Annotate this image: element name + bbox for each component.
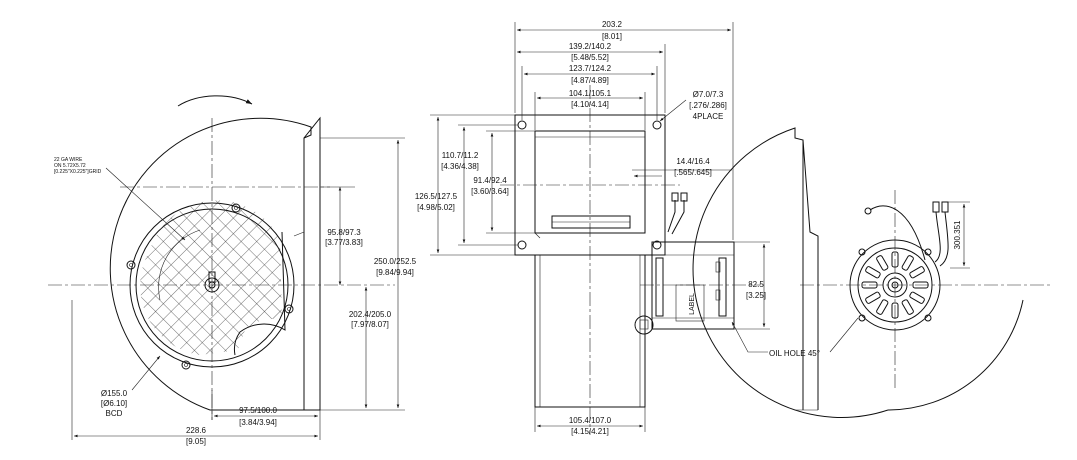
oil-hole-note: OIL HOLE 45° bbox=[769, 349, 820, 358]
dim-height-center: 202.4/205.0 bbox=[349, 310, 392, 319]
dim-offset-in: [.565/.645] bbox=[674, 168, 712, 177]
dim-hole-dia-in: [.276/.286] bbox=[689, 101, 727, 110]
vent-slot bbox=[909, 291, 925, 304]
dim-motor: 82.5 bbox=[748, 280, 764, 289]
dim-height-total-in: [9.84/9.94] bbox=[376, 268, 414, 277]
dim-flange-height-in: [4.98/5.02] bbox=[417, 203, 455, 212]
bcd-dia: Ø155.0 bbox=[101, 389, 128, 398]
dim-flange-width: 139.2/140.2 bbox=[569, 42, 612, 51]
scroll-housing bbox=[109, 117, 312, 411]
dim-flange-height: 126.5/127.5 bbox=[415, 192, 458, 201]
terminal-wires bbox=[667, 192, 688, 235]
capacitor bbox=[634, 315, 654, 335]
dim-width-total: 228.6 bbox=[186, 426, 207, 435]
left-view: 22 GA WIRE ON 5.72X5.72 [0.225"X0.225"]G… bbox=[48, 95, 417, 446]
vent-slot bbox=[876, 255, 889, 271]
dim-hole-dia: Ø7.0/7.3 bbox=[693, 90, 724, 99]
wire-note-line-2: ON 5.72X5.72 bbox=[54, 163, 86, 169]
motor-body bbox=[651, 241, 735, 330]
dim-total-width: 203.2 bbox=[602, 20, 623, 29]
dim-motor-in: [3.25] bbox=[746, 291, 766, 300]
rear-wires bbox=[864, 201, 949, 267]
dim-holes-width: 123.7/124.2 bbox=[569, 64, 612, 73]
dim-inlet-height: 95.8/97.3 bbox=[327, 228, 361, 237]
dim-opening-width: 104.1/105.1 bbox=[569, 89, 612, 98]
vent-slot bbox=[909, 266, 925, 279]
vent-slot bbox=[901, 299, 914, 315]
dim-flange-width-in: [5.48/5.52] bbox=[571, 53, 609, 62]
vent-slot bbox=[865, 291, 881, 304]
dim-opening-height: 110.7/11.2 bbox=[442, 151, 479, 160]
dim-total-width-in: [8.01] bbox=[602, 32, 622, 41]
wire-note-line-3: [0.225"X0.225"]GRID bbox=[54, 169, 102, 175]
scroll-housing-rear bbox=[692, 127, 889, 418]
dim-bottom-width-in: [4.15/4.21] bbox=[571, 427, 609, 436]
dim-width-center-in: [3.84/3.94] bbox=[239, 418, 277, 427]
motor-mount-tabs bbox=[858, 248, 932, 322]
rotation-arrow bbox=[177, 95, 253, 107]
dim-hole-count: 4PLACE bbox=[693, 112, 724, 121]
right-view: 300.351 bbox=[692, 127, 1050, 418]
dim-opening-height-in: [4.36/4.38] bbox=[441, 162, 479, 171]
dim-height-total: 250.0/252.5 bbox=[374, 257, 417, 266]
dim-wire-length: 300.351 bbox=[953, 220, 962, 249]
dim-inner-height: 91.4/92.4 bbox=[473, 176, 507, 185]
dim-height-center-in: [7.97/8.07] bbox=[351, 320, 389, 329]
bcd-label: BCD bbox=[106, 409, 123, 418]
dim-inlet-height-in: [3.77/3.83] bbox=[325, 238, 363, 247]
dim-width-center: 97.5/100.0 bbox=[239, 406, 277, 415]
housing-outlet-flange bbox=[303, 116, 321, 411]
motor-label: LABEL bbox=[689, 293, 696, 315]
dim-inner-height-in: [3.60/3.64] bbox=[471, 187, 509, 196]
dim-bottom-width: 105.4/107.0 bbox=[569, 416, 612, 425]
vent-slot bbox=[865, 266, 881, 279]
dim-width-total-in: [9.05] bbox=[186, 437, 206, 446]
middle-view: LABEL 203.2 [8.01] 139.2/140.2 [5.48/5.5… bbox=[415, 20, 820, 436]
vent-slot bbox=[876, 299, 889, 315]
dim-offset: 14.4/16.4 bbox=[676, 157, 710, 166]
motor-vent-slots bbox=[861, 251, 929, 319]
vent-slot bbox=[901, 255, 914, 271]
mounting-screws bbox=[126, 203, 294, 370]
wire-note-line-1: 22 GA WIRE bbox=[54, 157, 83, 163]
bcd-dia-in: [Ø6.10] bbox=[101, 399, 127, 408]
dim-holes-width-in: [4.87/4.89] bbox=[571, 76, 609, 85]
dim-opening-width-in: [4.10/4.14] bbox=[571, 100, 609, 109]
